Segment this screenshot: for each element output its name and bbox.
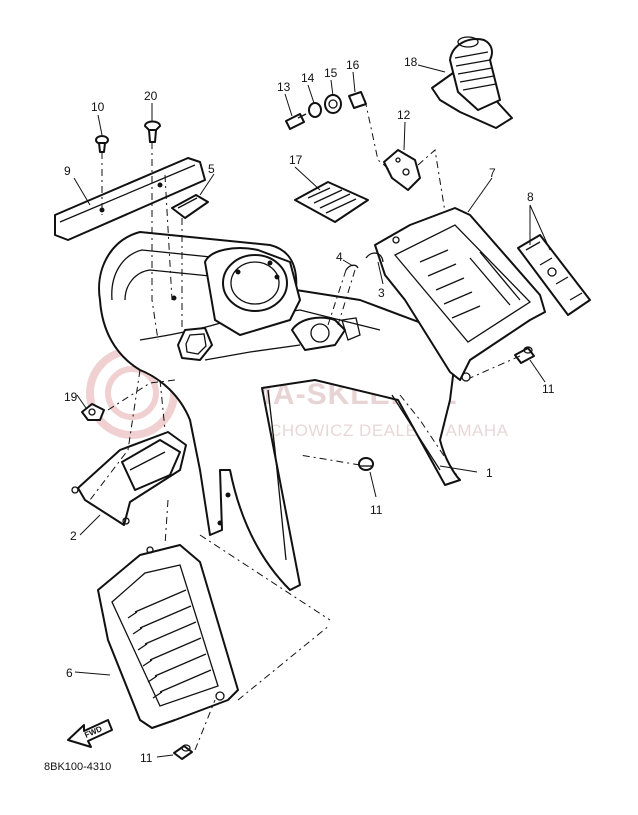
callout-16: 16 bbox=[346, 58, 360, 72]
fwd-arrow: FWD bbox=[67, 719, 113, 748]
part-11-bolt-c bbox=[173, 744, 193, 760]
part-18-boot bbox=[431, 36, 513, 129]
callout-11-bottom: 11 bbox=[140, 751, 153, 765]
part-2-cover bbox=[71, 431, 187, 526]
part-3-hook bbox=[365, 252, 384, 263]
part-1-body bbox=[98, 231, 461, 591]
callout-17: 17 bbox=[289, 153, 303, 167]
part-5-clip bbox=[171, 194, 209, 219]
callout-9: 9 bbox=[64, 164, 71, 178]
callout-4: 4 bbox=[336, 250, 343, 264]
callouts: 1 2 3 4 5 6 7 8 9 10 11 11 11 12 13 14 1… bbox=[64, 55, 555, 765]
part-20-clip bbox=[144, 120, 161, 143]
part-11-bolt-a bbox=[514, 346, 535, 364]
part-10-clip bbox=[95, 135, 109, 153]
callout-14: 14 bbox=[301, 71, 315, 85]
callout-15: 15 bbox=[324, 66, 338, 80]
leader-lines bbox=[73, 64, 551, 758]
callout-18: 18 bbox=[404, 55, 418, 69]
callout-5: 5 bbox=[208, 162, 215, 176]
callout-11-right: 11 bbox=[542, 382, 555, 396]
part-12-bracket bbox=[383, 149, 421, 191]
callout-6: 6 bbox=[66, 666, 73, 680]
part-11-bolt-b bbox=[358, 457, 374, 471]
parts-13-16-fasteners bbox=[285, 91, 367, 130]
part-9-rail bbox=[54, 157, 206, 241]
part-4-hook bbox=[345, 264, 359, 271]
callout-13: 13 bbox=[277, 80, 291, 94]
assembly-lines bbox=[89, 99, 521, 751]
callout-8: 8 bbox=[527, 190, 534, 204]
callout-20: 20 bbox=[144, 89, 158, 103]
callout-7: 7 bbox=[489, 166, 496, 180]
callout-12: 12 bbox=[397, 108, 411, 122]
part-6-left-panel bbox=[97, 544, 239, 729]
diagram-code: 8BK100-4310 bbox=[44, 761, 111, 773]
part-17-label bbox=[294, 181, 369, 223]
part-8-strip bbox=[517, 234, 591, 316]
callout-1: 1 bbox=[486, 466, 493, 480]
part-19-grommet bbox=[81, 403, 105, 421]
callout-10: 10 bbox=[91, 100, 105, 114]
callout-2: 2 bbox=[70, 529, 77, 543]
callout-19: 19 bbox=[64, 390, 78, 404]
callout-11-middle: 11 bbox=[370, 503, 383, 517]
part-7-right-panel bbox=[374, 207, 546, 382]
callout-3: 3 bbox=[378, 286, 385, 300]
